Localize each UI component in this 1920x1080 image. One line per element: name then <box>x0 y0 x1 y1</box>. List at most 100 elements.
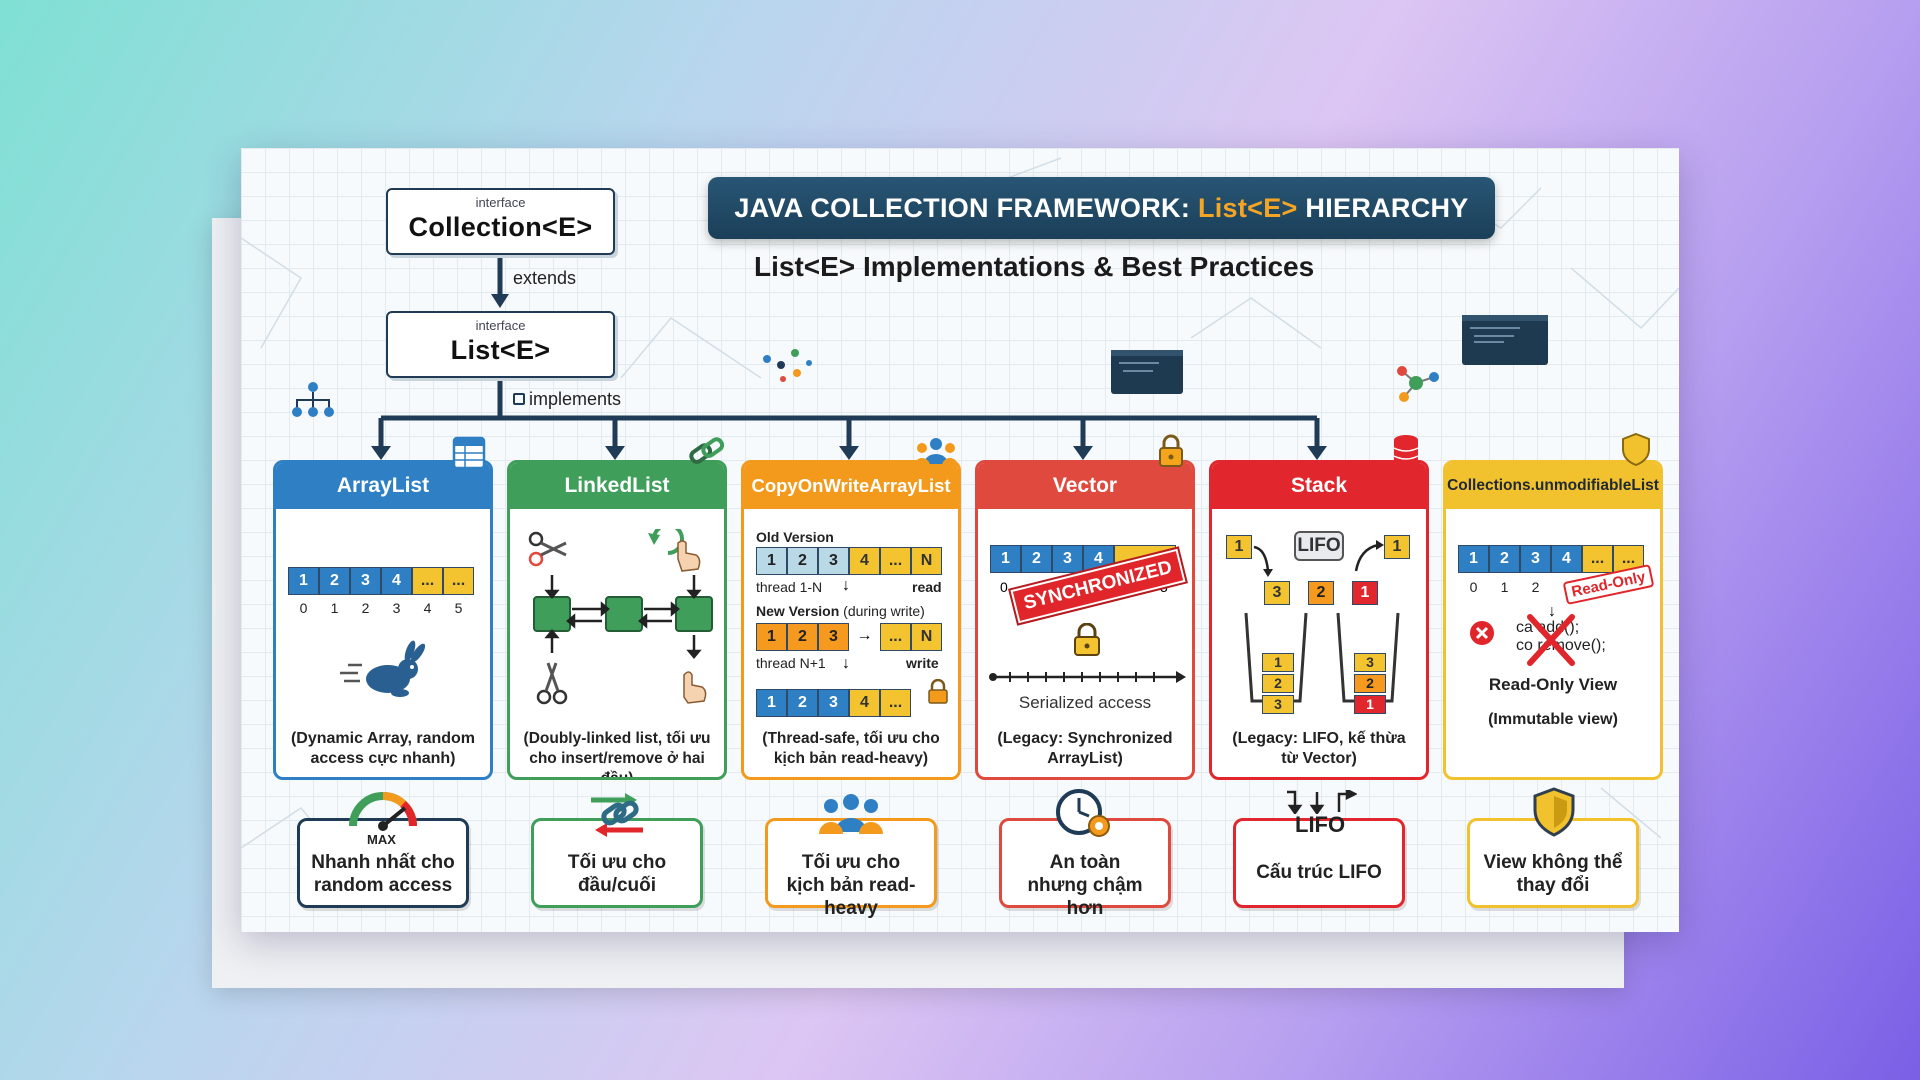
down-arrow-icon: ↓ <box>1548 603 1556 620</box>
stack-cell: 1 <box>1262 653 1294 672</box>
old-version-array: 1 2 3 4 ... N <box>756 547 942 575</box>
best-practice-copyonwrite: Tối ưu cho kịch bản read-heavy <box>765 818 937 919</box>
read-label: read <box>912 579 942 595</box>
arraylist-description: (Dynamic Array, random access cực nhanh) <box>290 730 476 767</box>
lock-icon <box>1159 434 1183 467</box>
chain-link-icon <box>689 437 725 464</box>
array-cell: N <box>911 623 942 651</box>
lifo-flow-arrows <box>1253 540 1384 577</box>
down-arrow-icon: ↓ <box>842 577 850 594</box>
list-interface-box: interface List<E> <box>386 311 615 378</box>
stack-cell: 2 <box>1354 674 1386 693</box>
array-cell: 3 <box>818 547 849 575</box>
subtitle: List<E> Implementations & Best Practices <box>754 251 1315 282</box>
array-cell: 2 <box>319 567 350 595</box>
index-label: 0 <box>1469 579 1478 595</box>
array-cell: 3 <box>1520 545 1551 573</box>
best-practice-text: An toàn nhưng chậm hơn <box>1027 852 1143 919</box>
table-icon <box>452 436 486 470</box>
final-array: 1 2 3 4 ... <box>756 689 911 717</box>
thread-1-n-label: thread 1-N <box>756 579 823 595</box>
denied-cross-icon <box>1470 614 1575 666</box>
copyonwrite-description: (Thread-safe, tối ưu cho kịch bản read-h… <box>762 730 940 767</box>
new-version-note: (during write) <box>843 603 925 619</box>
array-cell: 4 <box>381 567 412 595</box>
array-cell: 1 <box>288 567 319 595</box>
linkedlist-card: LinkedList (Doubly-linked list, tối ưu c… <box>507 460 727 780</box>
stack-cell: 3 <box>1354 653 1386 672</box>
scissors-icon <box>528 531 567 567</box>
shield-icon <box>1622 432 1650 466</box>
arraylist-array: 1 2 3 4 ... ... <box>288 567 474 595</box>
implements-text: implements <box>529 389 622 409</box>
users-group-icon <box>819 794 883 834</box>
array-cell: 3 <box>1052 545 1083 573</box>
arraylist-card: ArrayList 1 2 3 4 ... ... 0 1 2 3 4 5 (D… <box>273 460 493 780</box>
list-name: List<E> <box>450 335 551 365</box>
array-cell: 3 <box>818 689 849 717</box>
index-label: 5 <box>454 600 463 616</box>
collection-name: Collection<E> <box>408 212 593 242</box>
best-practice-vector: An toàn nhưng chậm hơn <box>999 818 1171 919</box>
vector-card: Vector 1 2 3 4 ... 0 5 SYNCHRONIZED Seri… <box>975 460 1195 780</box>
array-cell: 2 <box>1021 545 1052 573</box>
array-cell: 1 <box>756 689 787 717</box>
best-practice-unmodifiable: View không thể thay đổi <box>1467 818 1639 908</box>
network-dots-icon <box>763 349 812 382</box>
unmodifiable-array: 1 2 3 4 ... ... <box>1458 545 1644 573</box>
unmodifiable-indices: 0 1 2 <box>1458 579 1551 595</box>
best-practice-stack: Cấu trúc LIFO <box>1233 818 1405 908</box>
index-label: 0 <box>299 600 308 616</box>
stack-header: Stack <box>1212 463 1426 509</box>
index-label: 2 <box>1531 579 1540 595</box>
array-cell: 3 <box>350 567 381 595</box>
database-icon <box>1393 435 1419 469</box>
hierarchy-icon <box>292 382 334 417</box>
lock-icon <box>928 679 948 704</box>
stack-item-in: 1 <box>1226 535 1252 559</box>
stack-mid-item: 1 <box>1352 581 1378 605</box>
chain-arrows-icon <box>591 793 643 837</box>
immutable-view-label: (Immutable view) <box>1488 711 1618 728</box>
array-cell: ... <box>880 547 911 575</box>
collection-interface-box: interface Collection<E> <box>386 188 615 255</box>
array-cell: N <box>911 547 942 575</box>
rabbit-icon <box>340 640 426 697</box>
stack-cell: 3 <box>1262 695 1294 714</box>
gauge-max-badge: MAX <box>367 832 396 847</box>
array-cell: 4 <box>849 547 880 575</box>
array-cell: 1 <box>756 623 787 651</box>
write-label: write <box>906 655 939 671</box>
array-cell: 3 <box>818 623 849 651</box>
copyonwrite-header: CopyOnWriteArrayList <box>744 463 958 509</box>
stack-mid-item: 3 <box>1264 581 1290 605</box>
best-practice-text: View không thể thay đổi <box>1483 852 1623 896</box>
best-practice-text: Tối ưu cho kịch bản read-heavy <box>786 852 916 919</box>
array-cell: 2 <box>1489 545 1520 573</box>
linkedlist-description: (Doubly-linked list, tối ưu cho insert/r… <box>523 730 711 780</box>
list-keyword: interface <box>475 318 526 333</box>
new-version-title: New Version <box>756 603 840 619</box>
title-prefix: JAVA COLLECTION FRAMEWORK: <box>734 193 1191 223</box>
collection-keyword: interface <box>475 195 526 210</box>
serialized-timeline <box>989 671 1186 683</box>
code-window-icon <box>1111 350 1183 394</box>
array-cell: ... <box>880 623 911 651</box>
gauge-icon <box>349 792 417 831</box>
clock-gear-icon <box>1056 789 1110 837</box>
title-suffix: HIERARCHY <box>1305 193 1469 223</box>
arraylist-header: ArrayList <box>276 463 490 509</box>
array-cell: ... <box>443 567 474 595</box>
best-practice-text: Tối ưu cho đầu/cuối <box>567 852 667 896</box>
new-version-array: 1 2 3 → ... N <box>756 623 942 651</box>
unmodifiable-header: Collections.unmodifiableList <box>1446 463 1660 509</box>
hierarchy-connectors <box>371 255 1327 460</box>
stack-description: (Legacy: LIFO, kế thừa từ Vector) <box>1232 730 1406 767</box>
lifo-badge: LIFO <box>1294 531 1344 561</box>
new-version-label: New Version (during write) <box>756 603 925 619</box>
index-label: 4 <box>423 600 432 616</box>
lifo-arrows-icon <box>1287 790 1357 814</box>
vector-header: Vector <box>978 463 1192 509</box>
code-window-icon-2 <box>1462 315 1548 365</box>
implements-label: implements <box>513 389 621 410</box>
